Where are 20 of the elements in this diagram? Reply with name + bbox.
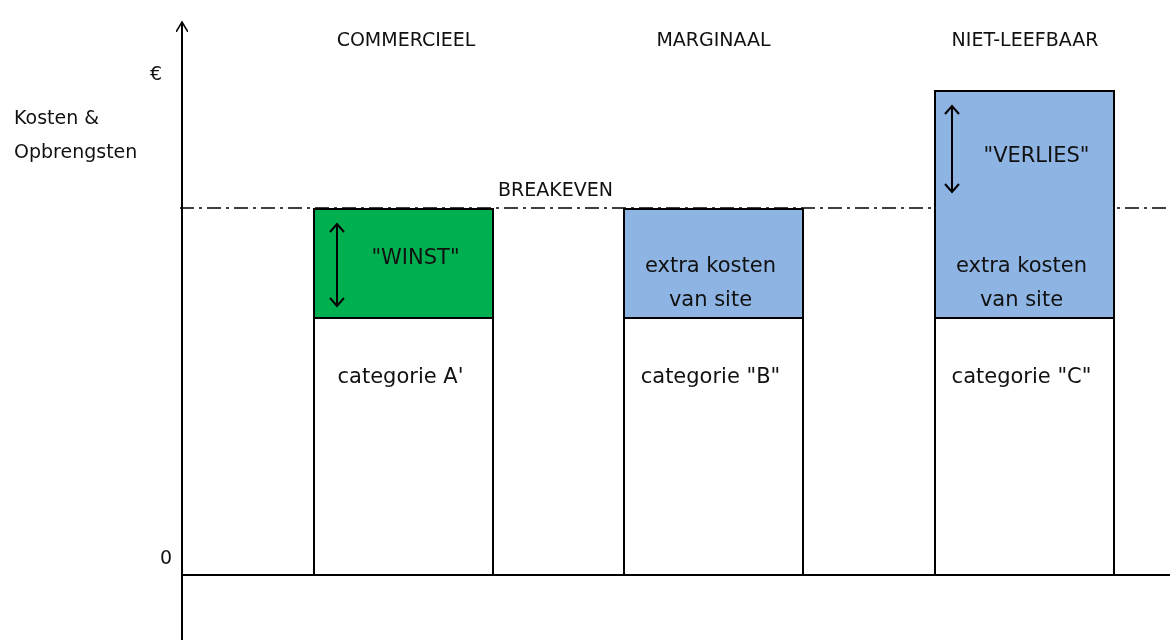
profit-bar [313,208,494,319]
bar-label: extra kosten van site [643,252,778,313]
extra-cost-bar [934,90,1115,319]
bar-label: "VERLIES" [982,142,1091,169]
axis-title: Kosten & Opbrengsten [14,105,139,164]
bar-label: extra kosten van site [954,252,1089,313]
column-heading: NIET-LEEFBAAR [950,27,1100,52]
column-heading: MARGINAAL [655,27,772,52]
revenue-bar [313,317,494,576]
bar-label: categorie A' [336,363,465,390]
revenue-bar [623,317,804,576]
bar-label: categorie "B" [639,363,782,390]
bar-label: "WINST" [370,244,461,271]
revenue-bar [934,317,1115,576]
bar-label: categorie "C" [950,363,1093,390]
line-label: BREAKEVEN [498,177,614,202]
axis-tick-label: 0 [160,545,174,570]
axis-unit: € [150,61,164,86]
extra-cost-bar [623,208,804,319]
column-heading: COMMERCIEEL [335,27,477,52]
